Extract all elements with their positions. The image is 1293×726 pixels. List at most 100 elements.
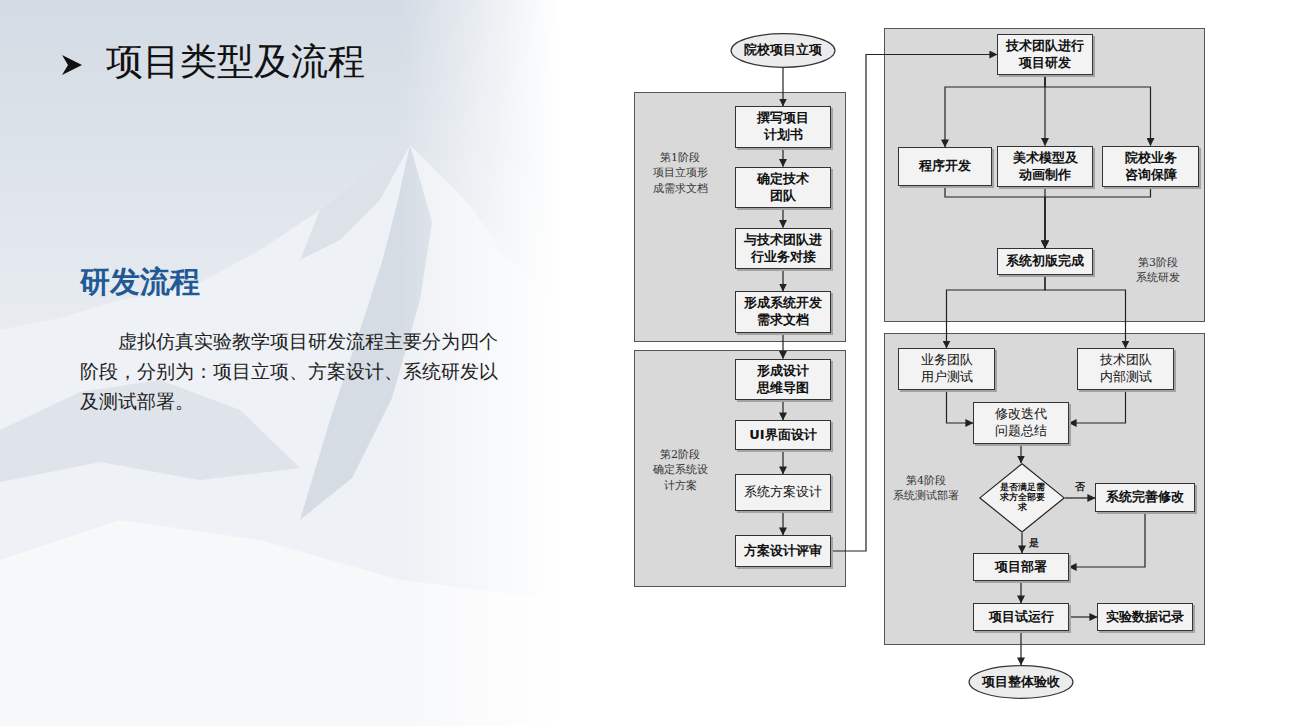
process-box: 美术模型及动画制作 bbox=[997, 146, 1093, 188]
flow-arrow bbox=[782, 450, 783, 474]
fade bbox=[400, 0, 560, 726]
flow-arrow bbox=[782, 208, 783, 227]
flow-arrow bbox=[1069, 512, 1145, 567]
node-label: 系统初版完成 bbox=[1006, 253, 1084, 270]
process-box: UI界面设计 bbox=[735, 420, 831, 450]
ridge bbox=[0, 380, 300, 482]
node-label: 形成系统开发需求文档 bbox=[743, 295, 824, 329]
process-box: 形成设计思维导图 bbox=[735, 359, 831, 401]
process-box: 院校业务咨询保障 bbox=[1102, 146, 1199, 188]
flow-arrow bbox=[831, 55, 997, 552]
node-label: 院校业务咨询保障 bbox=[1123, 150, 1178, 184]
node-label: 项目整体验收 bbox=[982, 674, 1060, 691]
stage-label: 第2阶段 确定系统设计方案 bbox=[652, 447, 708, 493]
flow-arrow bbox=[1045, 187, 1151, 248]
node-label: 项目试运行 bbox=[989, 609, 1054, 626]
node-label: 与技术团队进行业务对接 bbox=[743, 232, 824, 266]
stage-band: 形成设计思维导图 UI界面设计系统方案设计方案设计评审 第2阶段 确定系统设计方案 bbox=[634, 350, 846, 587]
flow-arrow bbox=[1069, 390, 1126, 423]
process-box: 形成系统开发需求文档 bbox=[735, 291, 831, 333]
node-label: 确定技术团队 bbox=[756, 171, 811, 205]
process-box: 技术团队内部测试 bbox=[1077, 348, 1174, 390]
flow-arrow bbox=[1045, 275, 1126, 348]
flow-arrow bbox=[1020, 581, 1021, 603]
oval-shape bbox=[969, 666, 1073, 699]
stage-band: 撰写项目计划书确定技术团队与技术团队进行业务对接形成系统开发需求文档 第1阶段 项… bbox=[634, 92, 846, 342]
node-label: 撰写项目计划书 bbox=[756, 110, 811, 144]
node-label: 修改迭代问题总结 bbox=[994, 406, 1049, 440]
node-label: 系统完善修改 bbox=[1106, 489, 1184, 506]
node-label: 系统方案设计 bbox=[744, 484, 822, 501]
connectors bbox=[783, 55, 1151, 666]
decision-diamond: 是否满足需求方全部要求 bbox=[979, 463, 1065, 533]
band-fills bbox=[635, 29, 1205, 645]
process-box: 系统完善修改 bbox=[1095, 483, 1195, 512]
flow-arrow bbox=[1020, 631, 1021, 665]
node-label: 程序开发 bbox=[919, 158, 971, 175]
flow-arrow bbox=[1021, 533, 1022, 553]
diamond-outline bbox=[979, 463, 1065, 533]
slide-title: 项目类型及流程 bbox=[106, 40, 365, 84]
body-paragraph: 虚拟仿真实验教学项目研发流程主要分为四个阶段，分别为：项目立项、方案设计、系统研… bbox=[80, 326, 500, 416]
node-label: 方案设计评审 bbox=[744, 543, 822, 560]
stage-band: 业务团队用户测试 技术团队内部测试修改迭代问题总结是否满足需求方全部要求 系统完善修… bbox=[884, 333, 1205, 645]
stage-band-fill bbox=[635, 351, 846, 587]
stage-band-fill bbox=[885, 334, 1205, 645]
terminal-oval: 院校项目立项 bbox=[730, 33, 836, 68]
flow-arrow bbox=[1069, 616, 1097, 617]
section-heading: 研发流程 bbox=[80, 264, 200, 300]
process-box: 业务团队用户测试 bbox=[898, 348, 995, 390]
flow-arrow bbox=[782, 333, 783, 359]
node-label: 院校项目立项 bbox=[744, 42, 822, 59]
node-label: 技术团队内部测试 bbox=[1098, 352, 1153, 386]
mountain-shadow bbox=[300, 145, 410, 260]
flow-arrow bbox=[782, 68, 783, 106]
flow-arrow bbox=[945, 75, 1045, 147]
edge-label: 否 bbox=[1073, 481, 1087, 493]
stage-label: 第3阶段 系统研发 bbox=[1130, 255, 1186, 286]
oval-outline bbox=[730, 33, 836, 68]
node-label: 美术模型及动画制作 bbox=[1011, 150, 1079, 184]
flow-arrow bbox=[947, 275, 1046, 348]
node-label: 业务团队用户测试 bbox=[919, 352, 974, 386]
sky bbox=[0, 0, 560, 726]
node-label: 形成设计思维导图 bbox=[756, 363, 811, 397]
flow-arrow bbox=[1045, 75, 1151, 145]
node-label: 技术团队进行项目研发 bbox=[1005, 38, 1086, 72]
stage-band: 技术团队进行项目研发程序开发 美术模型及动画制作 院校业务咨询保障系统初版完成 第3阶… bbox=[884, 28, 1205, 322]
flow-arrow bbox=[782, 511, 783, 535]
node-label: 实验数据记录 bbox=[1106, 609, 1184, 626]
stage-label: 第4阶段 系统测试部署 bbox=[892, 473, 960, 504]
process-box: 确定技术团队 bbox=[735, 167, 831, 209]
oval-outline bbox=[968, 665, 1074, 699]
diamond-shape bbox=[980, 464, 1064, 532]
flow-arrow bbox=[1020, 444, 1021, 463]
oval-shape bbox=[731, 34, 835, 68]
process-box: 系统初版完成 bbox=[997, 248, 1093, 275]
stage-band-fill bbox=[635, 93, 846, 342]
process-box: 修改迭代问题总结 bbox=[973, 402, 1069, 444]
flow-arrow bbox=[782, 269, 783, 291]
process-box: 实验数据记录 bbox=[1097, 603, 1193, 631]
flow-arrow bbox=[782, 400, 783, 420]
process-box: 与技术团队进行业务对接 bbox=[735, 228, 831, 270]
stage-label: 第1阶段 项目立项形成需求文档 bbox=[652, 150, 708, 196]
process-box: 程序开发 bbox=[898, 147, 992, 186]
terminal-oval: 项目整体验收 bbox=[968, 665, 1074, 699]
flow-arrow bbox=[947, 390, 974, 423]
flow-arrow bbox=[782, 148, 783, 167]
process-box: 系统方案设计 bbox=[735, 474, 831, 511]
node-label: 项目部署 bbox=[995, 559, 1047, 576]
title-bullet bbox=[62, 55, 82, 75]
process-box: 项目试运行 bbox=[973, 603, 1069, 631]
flow-arrow bbox=[1065, 497, 1095, 498]
process-box: 撰写项目计划书 bbox=[735, 106, 831, 148]
node-label: UI界面设计 bbox=[749, 427, 816, 444]
process-box: 技术团队进行项目研发 bbox=[997, 34, 1093, 76]
process-box: 方案设计评审 bbox=[735, 535, 831, 567]
edge-label: 是 bbox=[1027, 537, 1041, 549]
